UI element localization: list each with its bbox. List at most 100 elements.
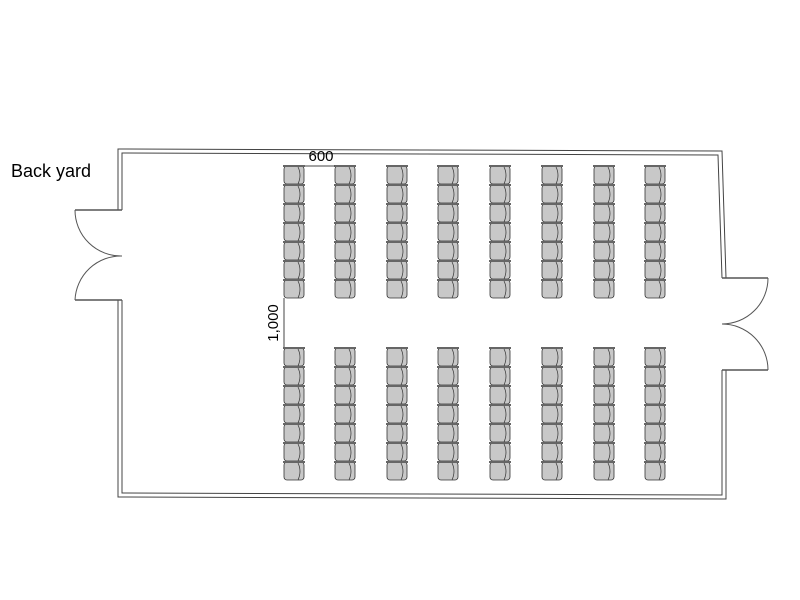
chair [593,279,615,299]
chair [644,184,666,204]
chair [541,366,563,386]
chair [437,184,459,204]
dimension-width-label: 600 [308,148,333,165]
chair-grid [283,165,666,481]
chair [386,260,408,280]
chair [437,165,459,185]
back-yard-label: Back yard [11,161,91,181]
chair [644,366,666,386]
chair [489,385,511,405]
chair [437,347,459,367]
chair [541,241,563,261]
chair [593,461,615,481]
chair [541,184,563,204]
chair [593,347,615,367]
chair [489,184,511,204]
chair [593,184,615,204]
chair [593,366,615,386]
chair [283,385,305,405]
chair [541,165,563,185]
chair [283,165,305,185]
chair [593,423,615,443]
chair [489,404,511,424]
chair [541,404,563,424]
chair [541,385,563,405]
chair [283,279,305,299]
chair [283,203,305,223]
chair [489,347,511,367]
chair [283,184,305,204]
chair [283,404,305,424]
chair [644,404,666,424]
chair [489,366,511,386]
right-double-door[interactable] [721,277,769,371]
chair [386,366,408,386]
chair [283,222,305,242]
chair [437,203,459,223]
chair [386,404,408,424]
chair [489,222,511,242]
chair [283,366,305,386]
chair [489,165,511,185]
chair [334,241,356,261]
chair [283,260,305,280]
chair [334,385,356,405]
chair [334,222,356,242]
chair [593,222,615,242]
chair [386,347,408,367]
chair [334,366,356,386]
chair [489,279,511,299]
chair [644,279,666,299]
dimension-width: 600 [305,148,335,167]
chair [386,165,408,185]
chair [334,347,356,367]
chair [334,423,356,443]
chair [644,385,666,405]
chair [541,423,563,443]
chair [386,222,408,242]
chair [386,184,408,204]
chair [644,203,666,223]
chair [489,241,511,261]
chair [283,461,305,481]
chair [386,203,408,223]
chair [541,222,563,242]
chair [437,461,459,481]
chair [489,260,511,280]
chair [541,260,563,280]
chair [644,165,666,185]
chair [386,442,408,462]
chair [489,203,511,223]
chair [541,279,563,299]
chair [283,423,305,443]
chair [644,461,666,481]
chair [541,461,563,481]
chair [644,423,666,443]
chair [334,260,356,280]
chair [541,203,563,223]
chair [437,241,459,261]
chair [437,442,459,462]
chair [437,366,459,386]
chair [593,165,615,185]
chair [644,347,666,367]
chair [644,241,666,261]
chair [283,347,305,367]
chair [593,385,615,405]
chair [437,423,459,443]
chair [437,404,459,424]
chair [386,423,408,443]
chair [334,279,356,299]
dimension-aisle-label: 1,000 [265,304,282,342]
chair [489,442,511,462]
chair [593,241,615,261]
chair [541,347,563,367]
left-double-door[interactable] [74,209,123,301]
chair [644,260,666,280]
walls [117,148,727,500]
chair [283,442,305,462]
chair [386,461,408,481]
chair [386,385,408,405]
chair [437,385,459,405]
chair [593,260,615,280]
